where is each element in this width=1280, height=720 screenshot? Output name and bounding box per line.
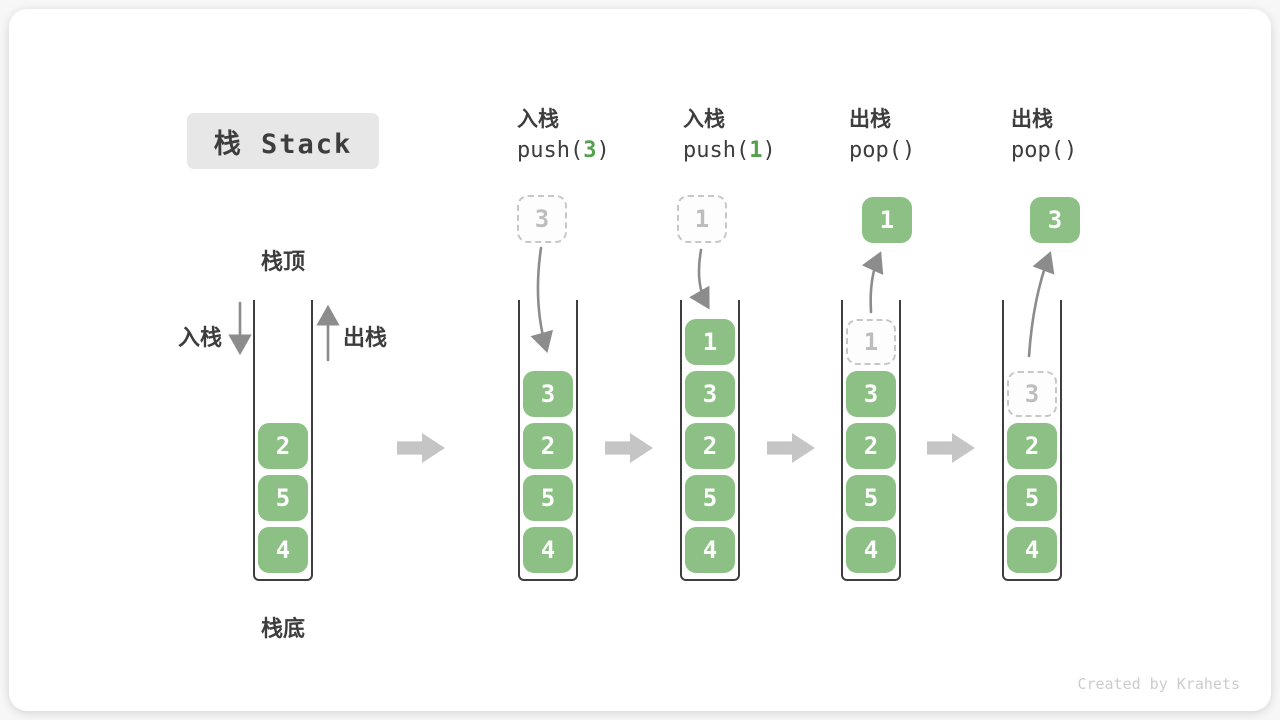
stack-cell: 5 (685, 475, 735, 521)
stack-cell: 3 (846, 371, 896, 417)
stack-container-initial: 2 5 4 (253, 300, 313, 581)
stack-container-after-push-1: 1 3 2 5 4 (680, 300, 740, 581)
op-code: pop() (849, 138, 916, 163)
stack-cell: 4 (685, 527, 735, 573)
op-code: push(3) (517, 138, 610, 163)
pop-side-label: 出栈 (343, 325, 388, 350)
stack-cell: 4 (846, 527, 896, 573)
stack-cell: 2 (1007, 423, 1057, 469)
stack-container-after-pop-1: 1 3 2 5 4 (841, 300, 901, 581)
stack-cell: 2 (258, 423, 308, 469)
stack-top-label: 栈顶 (260, 249, 305, 274)
stack-container-after-pop-3: 3 2 5 4 (1002, 300, 1062, 581)
stack-bottom-label: 栈底 (260, 616, 305, 641)
op-code: pop() (1011, 138, 1078, 163)
op-name: 出栈 (849, 108, 891, 131)
op-label-push-3: 入栈 push(3) (517, 106, 610, 168)
op-name: 出栈 (1011, 108, 1053, 131)
push-side-label: 入栈 (178, 325, 223, 350)
op-arg: 3 (583, 138, 597, 163)
stack-container-after-push-3: 3 2 5 4 (518, 300, 578, 581)
stack-cell: 5 (1007, 475, 1057, 521)
stack-cell: 2 (523, 423, 573, 469)
op-arg: 1 (749, 138, 763, 163)
floating-ghost-cell: 1 (677, 195, 727, 243)
stack-cell: 2 (685, 423, 735, 469)
op-label-pop-2: 出栈 pop() (1011, 106, 1077, 168)
op-name: 入栈 (517, 108, 559, 131)
op-name: 入栈 (683, 108, 725, 131)
stack-cell-ghost: 3 (1007, 371, 1057, 417)
stack-cell: 3 (685, 371, 735, 417)
op-label-push-1: 入栈 push(1) (683, 106, 776, 168)
stack-cell: 5 (258, 475, 308, 521)
stack-cell: 2 (846, 423, 896, 469)
stack-cell-ghost: 1 (846, 319, 896, 365)
stack-cell: 5 (846, 475, 896, 521)
floating-ghost-cell: 3 (517, 195, 567, 243)
page-title: 栈 Stack (187, 113, 379, 169)
floating-popped-cell: 3 (1030, 197, 1080, 243)
stack-cell: 4 (1007, 527, 1057, 573)
stack-cell: 1 (685, 319, 735, 365)
stack-cell: 3 (523, 371, 573, 417)
stack-cell: 4 (258, 527, 308, 573)
op-code: push(1) (683, 138, 776, 163)
credit-text: Created by Krahets (1077, 675, 1240, 693)
stack-cell: 5 (523, 475, 573, 521)
floating-popped-cell: 1 (862, 197, 912, 243)
stack-cell: 4 (523, 527, 573, 573)
op-label-pop-1: 出栈 pop() (849, 106, 915, 168)
